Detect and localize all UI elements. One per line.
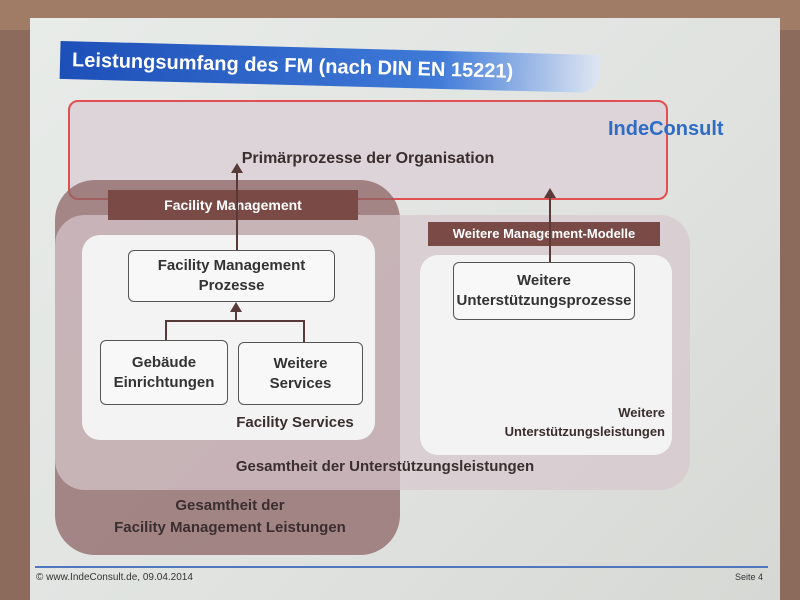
connector-line <box>235 310 237 322</box>
text-line: Gesamtheit der <box>175 497 285 514</box>
connector-line <box>165 320 305 322</box>
logo: IndeConsult <box>608 118 724 140</box>
connector-line <box>165 320 167 340</box>
text-line: Weitere <box>618 405 665 420</box>
connector-line <box>303 320 305 342</box>
facility-management-label: Facility Management <box>108 190 358 220</box>
text-line: Unterstützungsprozesse <box>456 292 632 309</box>
text-line: Facility Management <box>157 257 306 274</box>
arrow-head-icon <box>544 188 556 198</box>
gesamt-unterstuetzung-label: Gesamtheit der Unterstützungsleistungen <box>235 458 535 475</box>
arrow-head-icon <box>231 163 243 173</box>
text-line: Gebäude <box>131 353 197 371</box>
facility-services-label: Facility Services <box>236 414 354 431</box>
text-line: Weitere <box>517 272 571 289</box>
arrow-fm-to-primary <box>236 172 238 250</box>
text-line: Facility Management Leistungen <box>114 519 346 536</box>
arrow-weitere-to-primary <box>549 196 551 262</box>
footer-copyright: © www.IndeConsult.de, 09.04.2014 <box>36 572 193 583</box>
primary-processes-label: Primärprozesse der Organisation <box>241 150 495 167</box>
arrow-head-icon <box>230 302 242 312</box>
weitere-management-modelle-label: Weitere Management-Modelle <box>428 222 660 246</box>
footer-divider <box>35 566 768 568</box>
text-line: Prozesse <box>198 277 265 294</box>
text-line: Weitere <box>273 354 328 372</box>
text-line: Einrichtungen <box>113 373 215 391</box>
text-line: Unterstützungsleistungen <box>504 424 665 439</box>
page-number: Seite 4 <box>735 572 764 582</box>
text-line: Services <box>269 374 332 392</box>
